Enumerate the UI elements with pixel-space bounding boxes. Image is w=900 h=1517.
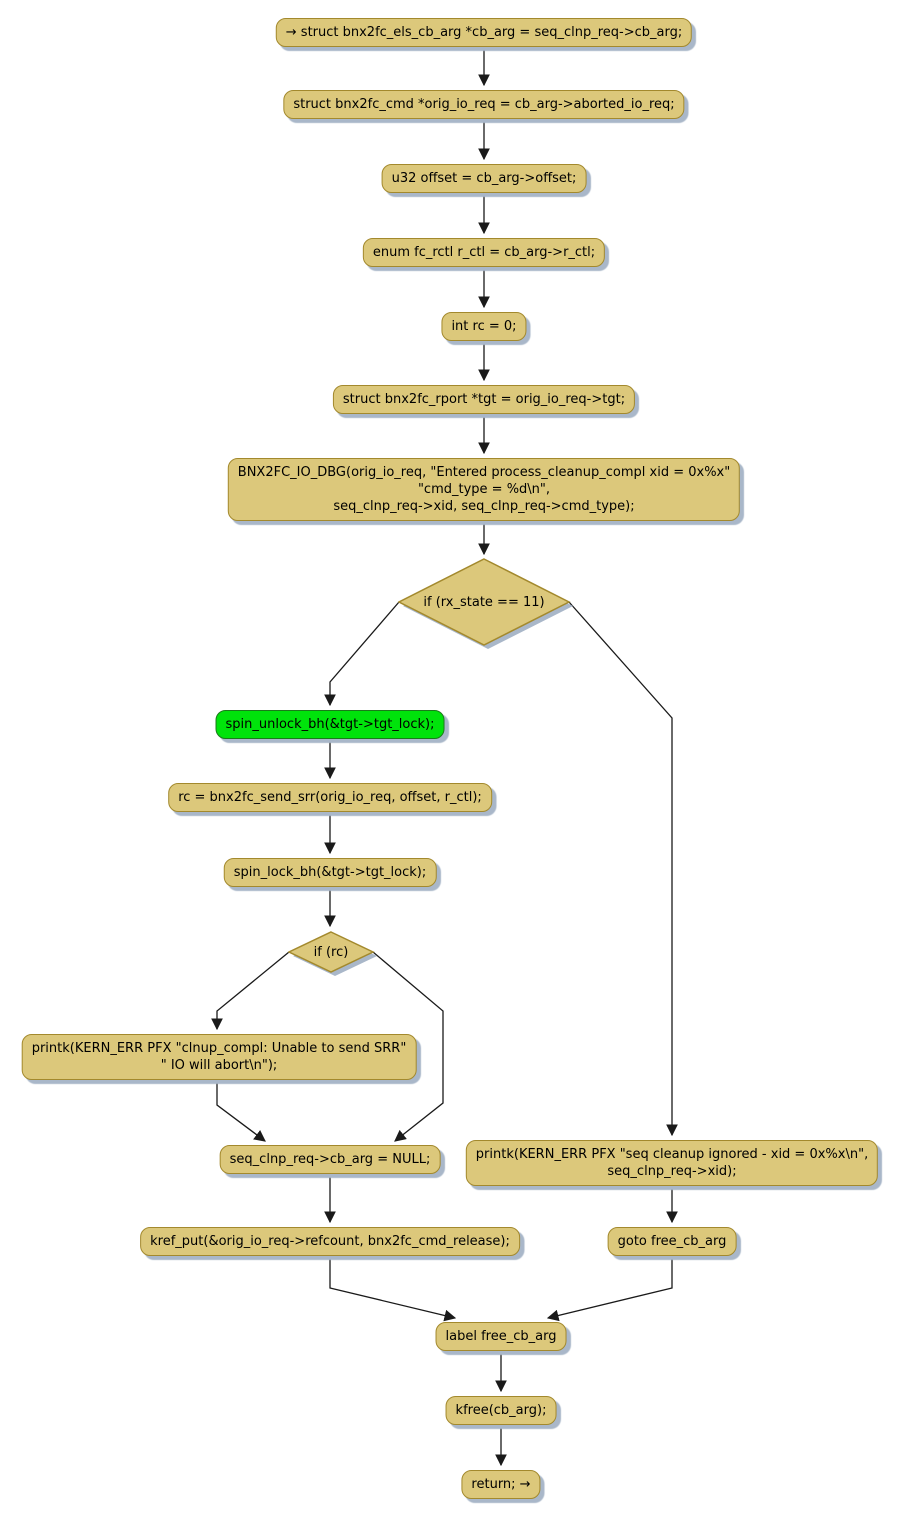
node-return: return; → — [461, 1470, 541, 1499]
node-rc-init: int rc = 0; — [441, 312, 527, 341]
edge-ifrc-false — [372, 951, 444, 1142]
diamond-shape — [397, 558, 571, 646]
decision-rx-state: if (rx_state == 11) — [397, 558, 578, 654]
node-offset: u32 offset = cb_arg->offset; — [381, 164, 587, 193]
node-printk-ignored-line2: seq_clnp_req->xid); — [607, 1164, 737, 1179]
node-start: → struct bnx2fc_els_cb_arg *cb_arg = seq… — [275, 18, 693, 47]
decision-rx-state-label: if (rx_state == 11) — [423, 594, 545, 610]
node-printk-ignored-line1: printk(KERN_ERR PFX "seq cleanup ignored… — [475, 1147, 869, 1162]
node-printk-srr-fail-line1: printk(KERN_ERR PFX "clnup_compl: Unable… — [31, 1041, 407, 1056]
diamond-shape — [287, 931, 375, 973]
decision-rx-state-shape — [397, 558, 573, 649]
edge-kref-to-label — [329, 1258, 457, 1322]
node-printk-srr-fail: printk(KERN_ERR PFX "clnup_compl: Unable… — [21, 1034, 417, 1080]
node-spin-unlock: spin_unlock_bh(&tgt->tgt_lock); — [215, 710, 445, 739]
node-printk-srr-fail-line2: " IO will abort\n"); — [160, 1058, 278, 1073]
node-printk-ignored: printk(KERN_ERR PFX "seq cleanup ignored… — [465, 1140, 879, 1186]
node-label-free-cb-arg: label free_cb_arg — [435, 1322, 567, 1351]
node-io-dbg-line1: BNX2FC_IO_DBG(orig_io_req, "Entered proc… — [237, 465, 731, 480]
edge-ifrxstate-false — [568, 601, 678, 1137]
node-kfree: kfree(cb_arg); — [445, 1396, 557, 1425]
decision-rc: if (rc) — [287, 931, 382, 981]
node-io-dbg-line2: "cmd_type = %d\n", — [417, 482, 551, 497]
node-kref-put: kref_put(&orig_io_req->refcount, bnx2fc_… — [140, 1227, 520, 1256]
node-io-dbg-line3: seq_clnp_req->xid, seq_clnp_req->cmd_typ… — [333, 499, 635, 514]
node-orig-io-req: struct bnx2fc_cmd *orig_io_req = cb_arg-… — [283, 90, 685, 119]
decision-rc-shape — [287, 931, 377, 976]
node-io-dbg: BNX2FC_IO_DBG(orig_io_req, "Entered proc… — [227, 458, 741, 521]
edge-goto-to-label — [546, 1258, 673, 1322]
node-send-srr: rc = bnx2fc_send_srr(orig_io_req, offset… — [168, 783, 492, 812]
node-goto-free-cb-arg: goto free_cb_arg — [607, 1227, 737, 1256]
edge-printk-to-null — [216, 1082, 266, 1142]
decision-rc-label: if (rc) — [313, 944, 349, 960]
node-spin-lock: spin_lock_bh(&tgt->tgt_lock); — [223, 858, 437, 887]
edge-ifrxstate-true — [324, 601, 400, 707]
node-cb-arg-null: seq_clnp_req->cb_arg = NULL; — [219, 1145, 441, 1174]
node-r-ctl: enum fc_rctl r_ctl = cb_arg->r_ctl; — [362, 238, 606, 267]
node-tgt: struct bnx2fc_rport *tgt = orig_io_req->… — [332, 385, 636, 414]
edge-ifrc-true — [211, 951, 290, 1031]
